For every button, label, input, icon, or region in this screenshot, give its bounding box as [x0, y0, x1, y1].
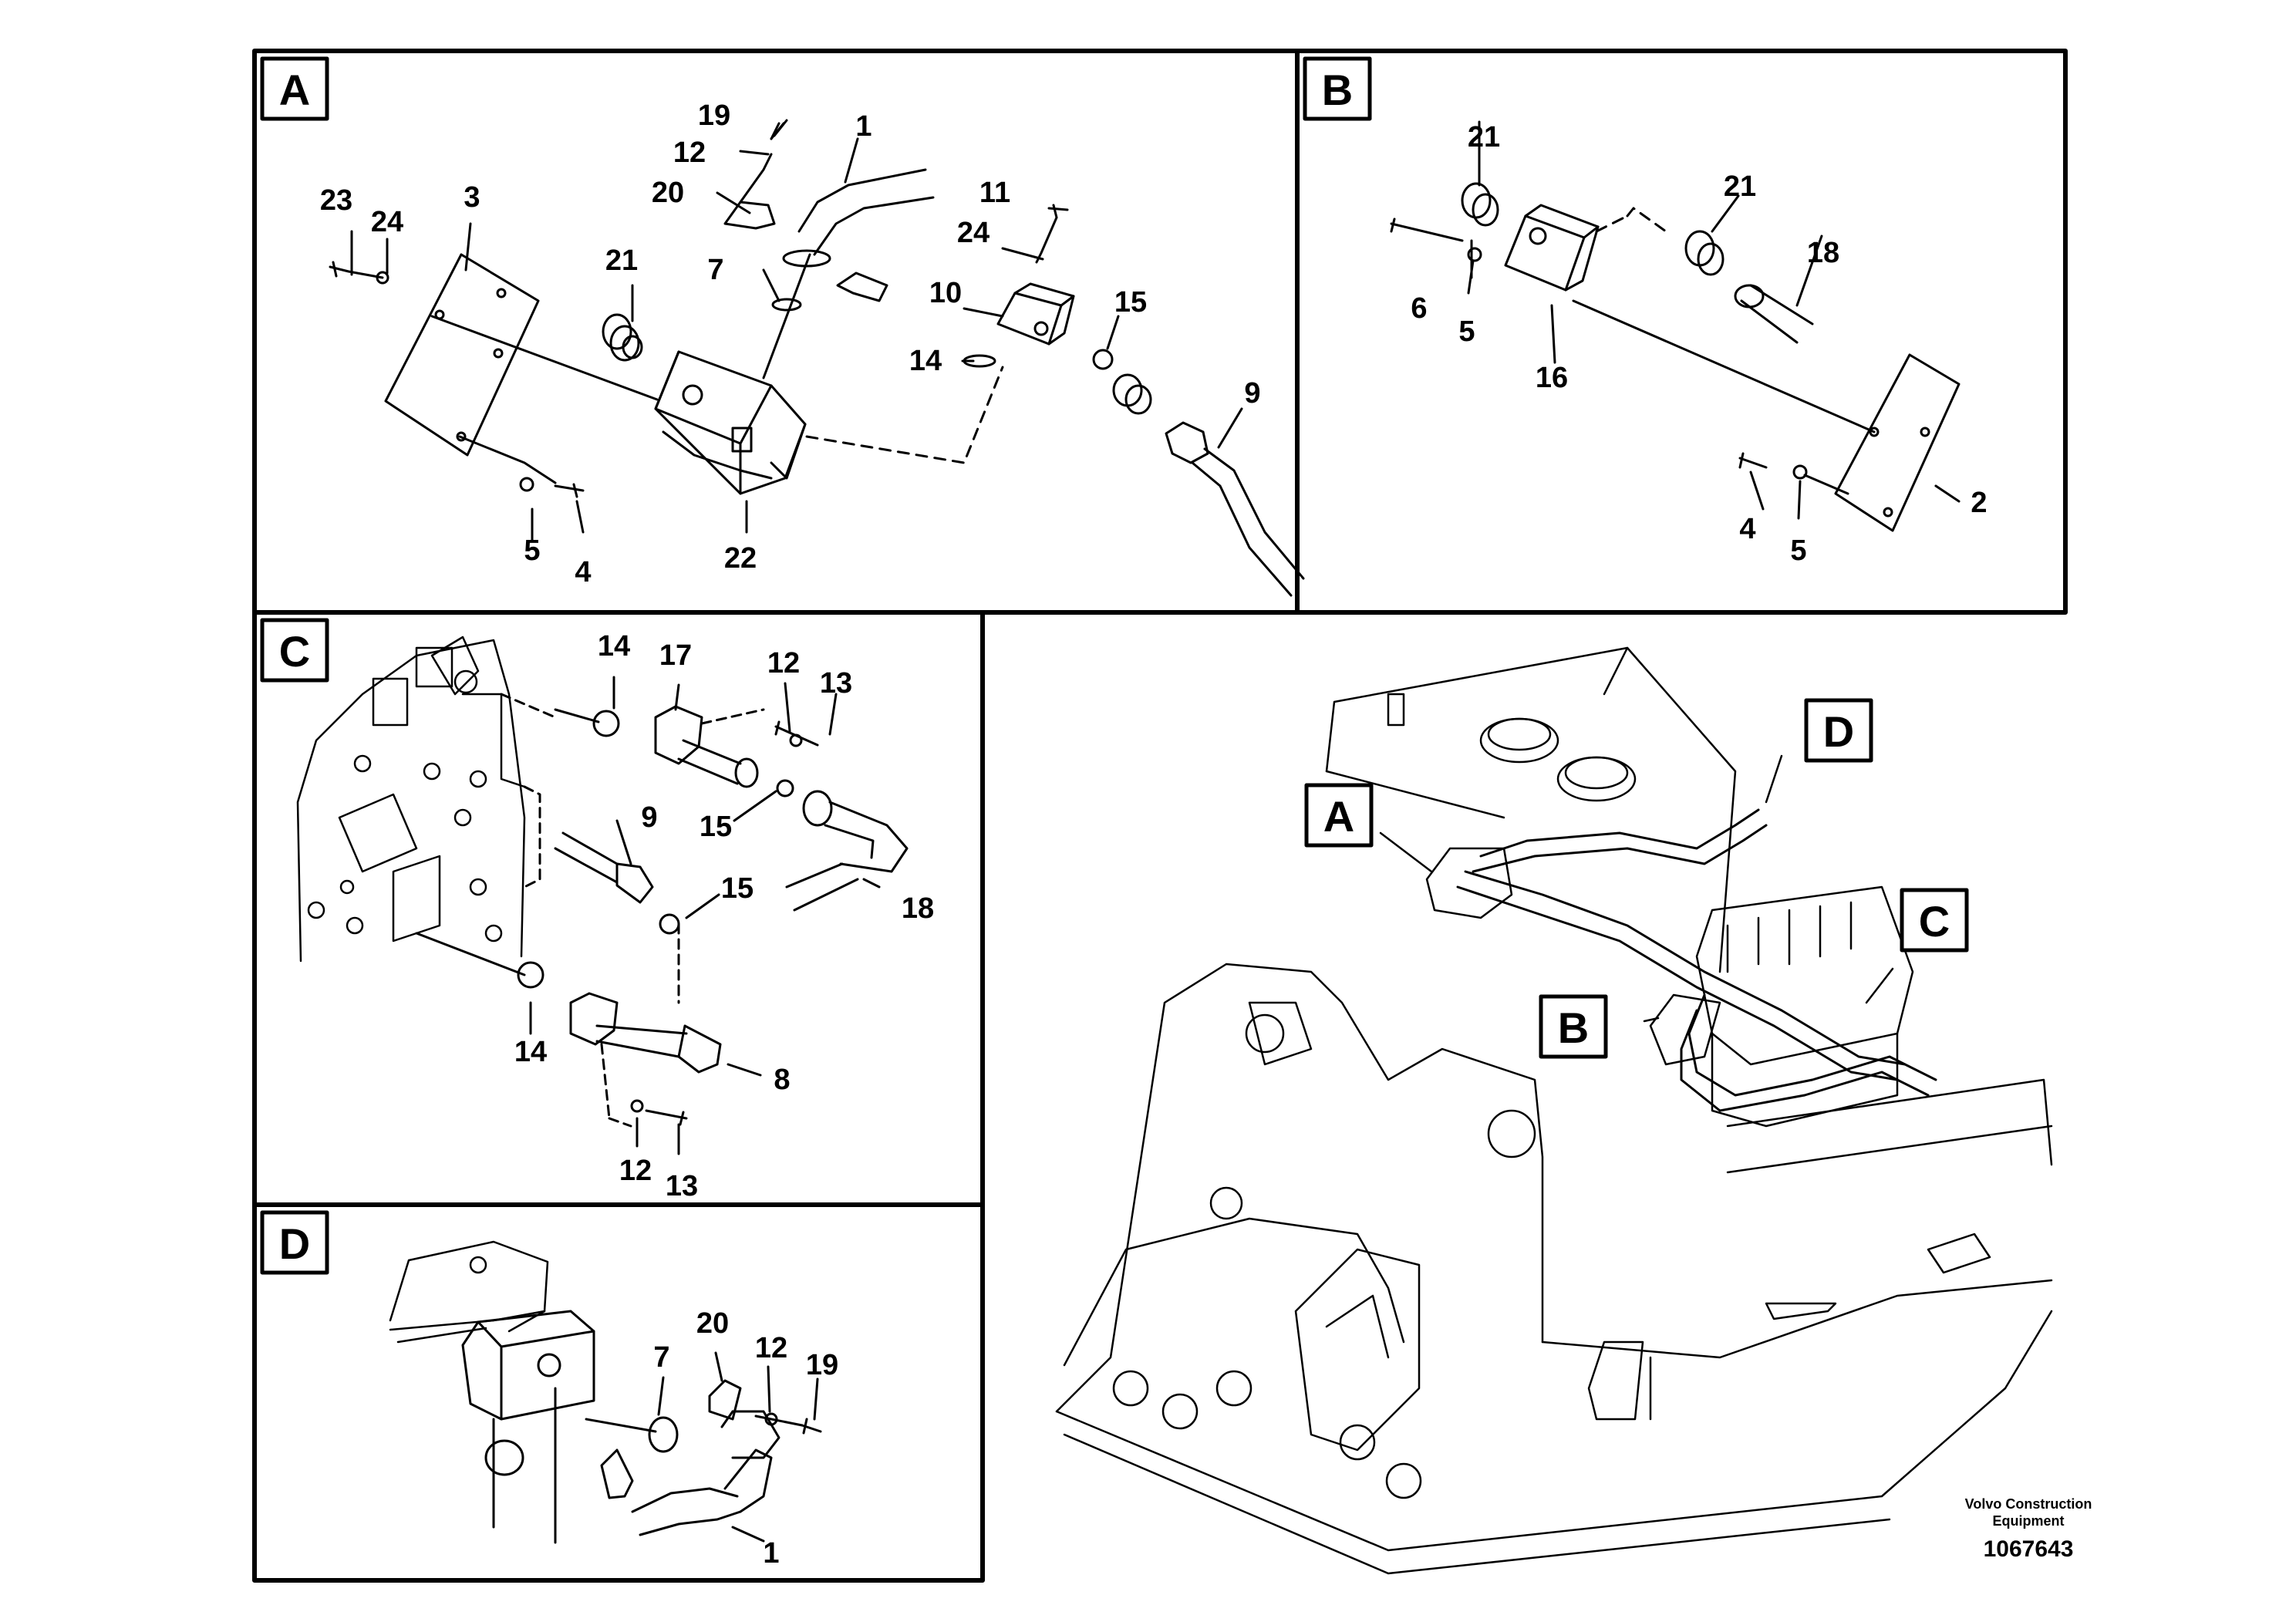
- frame-detail: [389, 1240, 549, 1344]
- part-label: 9: [1244, 377, 1260, 410]
- overview-callout-c: C: [1919, 897, 1950, 946]
- part-label: 7: [707, 254, 723, 286]
- part-label: 7: [653, 1341, 669, 1374]
- panel-a-labels: 1 19 12 20 23 24 3 21 7 5 4 22 11 24 10 …: [320, 99, 1261, 588]
- part-label: 9: [641, 801, 657, 834]
- panel-b-tag: B: [1322, 66, 1353, 114]
- part-label: 5: [1790, 534, 1806, 567]
- part-label: 13: [666, 1170, 698, 1202]
- part-label: 8: [774, 1064, 790, 1096]
- part-label: 22: [724, 542, 757, 575]
- part-label: 15: [721, 872, 754, 905]
- part-label: 21: [1724, 170, 1756, 203]
- fitting-and-nut: [1112, 373, 1209, 464]
- part-label: 24: [957, 217, 990, 249]
- part-label: 21: [1468, 121, 1500, 153]
- split-flange-20: [723, 201, 776, 230]
- plate-2: [1834, 353, 1961, 532]
- panel-a-tag: A: [279, 66, 310, 114]
- part-label: 19: [698, 99, 730, 132]
- panel-d-tag: D: [279, 1219, 310, 1268]
- overview-callout-b: B: [1558, 1003, 1589, 1052]
- callout-box-a: [1304, 783, 1374, 848]
- document-number: 1067643: [1983, 1536, 2074, 1562]
- part-label: 4: [575, 556, 591, 588]
- overview-callout-d: D: [1823, 707, 1854, 756]
- panel-d-labels: 20 7 12 19 1: [653, 1307, 838, 1570]
- part-label: 15: [1114, 286, 1147, 319]
- part-label: 16: [1536, 362, 1568, 394]
- hose-1: [782, 168, 935, 268]
- part-label: 13: [820, 667, 852, 700]
- clip-fitting: [836, 271, 888, 302]
- part-label: 18: [902, 892, 934, 925]
- brand-line-1: Volvo Construction: [1964, 1496, 2092, 1512]
- panel-c-tag: C: [279, 627, 310, 676]
- part-label: 5: [524, 534, 540, 567]
- part-label: 24: [371, 206, 403, 238]
- callout-box-b: [1539, 994, 1608, 1059]
- fitting-21b: [1684, 230, 1725, 276]
- part-label: 19: [806, 1349, 838, 1381]
- panel-c-labels: 14 17 12 13 9 15 15 18 14 8 12 13: [514, 630, 934, 1202]
- hose-18: [785, 790, 909, 912]
- part-label: 6: [1411, 292, 1427, 325]
- part-label: 11: [979, 177, 1010, 209]
- part-label: 15: [700, 811, 732, 843]
- part-label: 12: [619, 1155, 652, 1187]
- part-label: 1: [855, 110, 872, 143]
- panel-tags: A B C D A B C D: [279, 66, 1950, 1268]
- part-label: 12: [767, 647, 800, 679]
- valve-block-22: [654, 350, 807, 495]
- part-label: 17: [659, 639, 692, 672]
- flange-17: [654, 705, 759, 788]
- part-label: 20: [652, 177, 684, 209]
- panel-c: [252, 610, 985, 1207]
- block-d: [461, 1310, 595, 1421]
- part-label: 21: [605, 244, 638, 277]
- panel-b-labels: 21 21 18 6 5 16 2 4 5: [1411, 121, 1987, 567]
- part-label: 18: [1807, 237, 1839, 269]
- block-16: [1504, 204, 1600, 292]
- panel-a: [252, 49, 1305, 615]
- part-label: 2: [1971, 487, 1987, 519]
- overview-machine: [1055, 646, 2053, 1575]
- part-label: 10: [929, 277, 962, 309]
- part-label: 3: [464, 181, 480, 214]
- part-label: 14: [598, 630, 630, 663]
- mounting-plate-3: [384, 253, 540, 457]
- part-label: 12: [673, 137, 706, 169]
- part-label: 4: [1739, 513, 1755, 545]
- hose-9: [1191, 447, 1305, 597]
- callout-box-c: [1900, 888, 1969, 953]
- fitting-21a: [1461, 182, 1499, 227]
- part-label: 14: [514, 1036, 547, 1068]
- part-label: 5: [1458, 315, 1475, 348]
- fitting-21: [602, 313, 643, 362]
- adapter-block-10: [996, 282, 1075, 346]
- part-label: 14: [909, 345, 942, 377]
- panel-d: [252, 1202, 985, 1583]
- overview-hoses: [1456, 808, 1937, 1112]
- part-label: 23: [320, 184, 352, 217]
- hose-18: [1734, 284, 1814, 344]
- part-label: 1: [763, 1537, 779, 1570]
- hose-9c: [554, 831, 654, 904]
- control-valve: [296, 636, 526, 963]
- brand-line-2: Equipment: [1992, 1513, 2065, 1529]
- hose-1d: [631, 1448, 773, 1536]
- panel-b: [1295, 49, 2068, 615]
- part-label: 12: [755, 1332, 787, 1364]
- part-label: 20: [696, 1307, 729, 1340]
- overview-callout-a: A: [1323, 792, 1354, 841]
- flange-8: [569, 992, 722, 1074]
- callout-box-d: [1804, 698, 1873, 763]
